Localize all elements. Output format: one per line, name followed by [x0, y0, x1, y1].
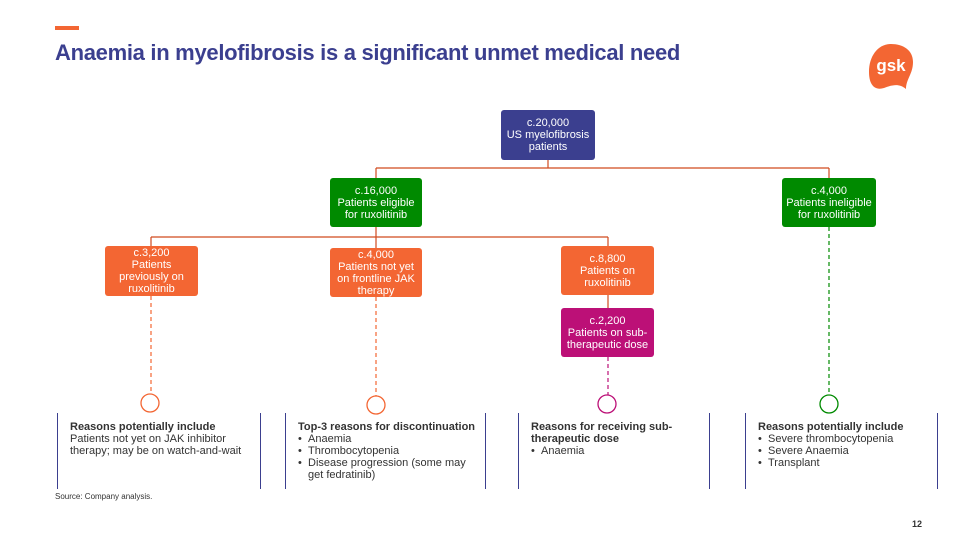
reason-title: Reasons potentially include: [70, 421, 216, 433]
marker-circle-orange-1: [140, 393, 160, 413]
node-label: Patients on sub-therapeutic dose: [566, 326, 649, 351]
reason-list: Anaemia: [531, 445, 701, 457]
node-value: c.8,800: [589, 252, 626, 265]
marker-circle-orange-2: [366, 395, 386, 415]
gsk-logo: gsk: [869, 44, 913, 89]
title-accent-bar: [55, 26, 79, 30]
marker-circle-green: [819, 394, 839, 414]
reason-box-previously: Reasons potentially include Patients not…: [57, 413, 261, 489]
node-value: c.2,200: [589, 314, 626, 327]
reason-item: Anaemia: [298, 433, 477, 445]
node-label: Patients previously on ruxolitinib: [119, 259, 184, 295]
reason-item: Severe Anaemia: [758, 445, 929, 457]
reason-title: Top-3 reasons for discontinuation: [298, 421, 476, 433]
reason-box-ineligible: Reasons potentially include Severe throm…: [745, 413, 938, 489]
reason-title: Reasons potentially include: [758, 421, 904, 433]
reason-title: Reasons for receiving sub-therapeutic do…: [531, 421, 673, 445]
node-value: c.4,000: [357, 248, 395, 261]
reason-item: Severe thrombocytopenia: [758, 433, 929, 445]
node-value: c.3,200: [133, 247, 170, 259]
marker-circle-magenta: [597, 394, 617, 414]
node-value: c.16,000: [354, 184, 398, 197]
source-note: Source: Company analysis.: [55, 492, 153, 501]
svg-text:gsk: gsk: [876, 56, 906, 75]
node-label: Patients not yet on frontline JAK therap…: [337, 260, 415, 297]
reason-box-discontinuation: Top-3 reasons for discontinuation Anaemi…: [285, 413, 486, 489]
node-label: US myelofibrosis patients: [506, 129, 590, 153]
node-label: Patients on ruxolitinib: [579, 264, 636, 289]
node-value: c.4,000: [810, 184, 848, 197]
reason-text: Patients not yet on JAK inhibitor therap…: [70, 433, 242, 457]
reason-list: Anaemia Thrombocytopenia Disease progres…: [298, 433, 477, 481]
reason-item: Thrombocytopenia: [298, 445, 477, 457]
reason-item: Transplant: [758, 457, 929, 469]
node-value: c.20,000: [526, 117, 570, 129]
reason-box-subtherapeutic: Reasons for receiving sub-therapeutic do…: [518, 413, 710, 489]
reason-item: Anaemia: [531, 445, 701, 457]
page-number: 12: [912, 519, 923, 529]
page-title: Anaemia in myelofibrosis is a significan…: [55, 40, 681, 65]
node-label: Patients ineligible for ruxolitinib: [786, 196, 872, 221]
reason-item: Disease progression (some may get fedrat…: [298, 457, 477, 481]
node-label: Patients eligible for ruxolitinib: [337, 196, 415, 221]
reason-list: Severe thrombocytopenia Severe Anaemia T…: [758, 433, 929, 469]
